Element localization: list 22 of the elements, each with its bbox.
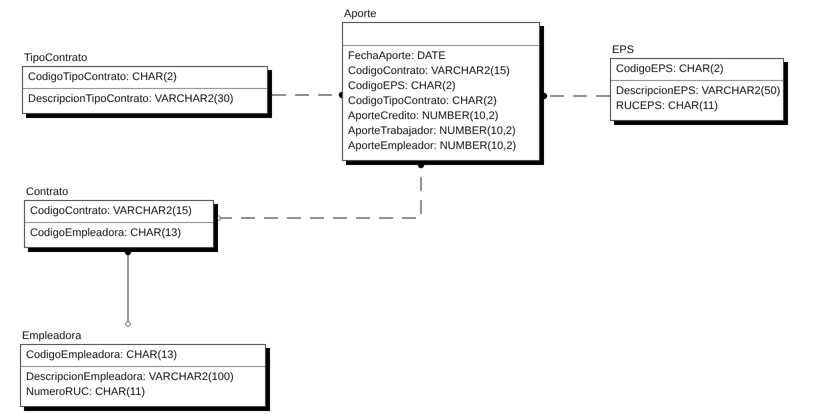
attribute: RUCEPS: CHAR(11) (616, 99, 718, 114)
key-attribute: CodigoTipoContrato: CHAR(2) (28, 70, 177, 85)
attribute: NumeroRUC: CHAR(11) (26, 385, 145, 400)
attribute: CodigoContrato: VARCHAR2(15) (348, 64, 510, 79)
entity-name: Empleadora (22, 330, 82, 342)
entity-name: EPS (612, 44, 634, 56)
key-attribute: CodigoEmpleadora: CHAR(13) (26, 348, 178, 363)
attribute: CodigoTipoContrato: CHAR(2) (348, 94, 497, 109)
entity-name: Aporte (344, 8, 376, 20)
attribute: CodigoEmpleadora: CHAR(13) (30, 226, 182, 241)
attribute: DescripcionEmpleadora: VARCHAR2(100) (26, 370, 234, 385)
attribute: FechaAporte: DATE (348, 49, 446, 64)
attribute: DescripcionEPS: VARCHAR2(50) (616, 84, 780, 99)
attribute: AporteEmpleador: NUMBER(10,2) (348, 139, 516, 154)
entity-name: Contrato (26, 186, 68, 198)
attribute: AporteCredito: NUMBER(10,2) (348, 109, 498, 124)
attribute: DescripcionTipoContrato: VARCHAR2(30) (28, 92, 234, 107)
key-attribute: CodigoContrato: VARCHAR2(15) (30, 204, 192, 219)
key-attribute: CodigoEPS: CHAR(2) (616, 62, 724, 77)
entity-name: TipoContrato (24, 52, 88, 64)
attribute: AporteTrabajador: NUMBER(10,2) (348, 124, 516, 139)
attribute: CodigoEPS: CHAR(2) (348, 79, 456, 94)
